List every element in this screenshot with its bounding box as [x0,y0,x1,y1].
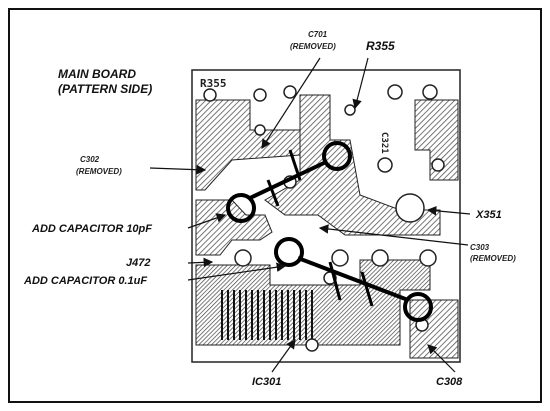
label-c302-note: (REMOVED) [76,167,122,176]
ic-pins [221,290,313,340]
label-r355: R355 [366,39,395,53]
silk-side: C321 [379,132,389,154]
added-capacitor-marks [226,141,433,322]
label-ic301: IC301 [252,376,281,388]
cap-01uf-end-b [403,292,433,322]
label-x351: X351 [475,209,502,221]
label-add-cap-10pf: ADD CAPACITOR 10pF [31,223,152,235]
label-c701: C701 [308,30,328,39]
label-j472: J472 [126,257,150,269]
label-c303: C303 [470,243,490,252]
label-c303-note: (REMOVED) [470,254,516,263]
removed-cap-crossmarks [266,149,374,307]
added-capacitor-wires [249,160,409,302]
cap-10pf-end-a [322,141,352,171]
label-add-cap-01uf: ADD CAPACITOR 0.1uF [23,275,147,287]
board-title-line1: MAIN BOARD [58,67,136,81]
label-c308: C308 [436,376,463,388]
silk-r355: R355 [200,77,227,90]
cap-01uf-end-a [274,237,304,267]
label-c701-note: (REMOVED) [290,42,336,51]
cap-10pf-end-b [226,193,256,223]
diagram-frame [8,8,542,403]
label-c302: C302 [80,155,100,164]
leader-lines [149,57,471,373]
board-title-line2: (PATTERN SIDE) [58,82,152,96]
